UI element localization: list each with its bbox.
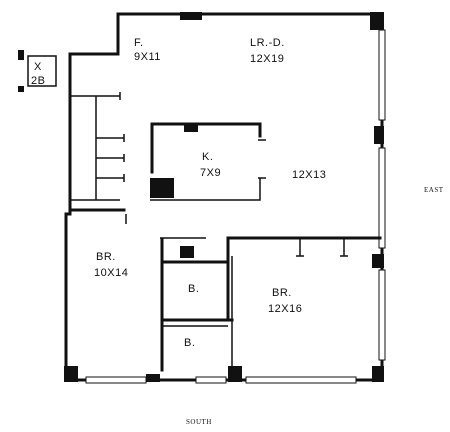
structural-columns xyxy=(64,12,384,382)
foyer-name: F. xyxy=(134,37,144,49)
kitchen-name: K. xyxy=(202,151,213,163)
interior-walls xyxy=(68,92,382,372)
apartment-tag: X 2B xyxy=(18,50,57,92)
bedroom-east-size: 12X16 xyxy=(268,303,302,315)
room-labels: F. 9X11 LR.-D. 12X19 K. 7X9 12X13 BR. 10… xyxy=(94,37,326,349)
bedroom-west-name: BR. xyxy=(96,251,116,263)
bedroom-east-name: BR. xyxy=(272,287,292,299)
living-dining-name: LR.-D. xyxy=(250,37,285,49)
foyer-size: 9X11 xyxy=(134,51,161,63)
bath-2-name: B. xyxy=(184,337,195,349)
living-dining-size: 12X19 xyxy=(250,53,284,65)
exterior-walls xyxy=(64,12,384,382)
apartment-number: 2B xyxy=(31,75,45,87)
bedroom-west-size: 10X14 xyxy=(94,267,128,279)
compass-south: SOUTH xyxy=(186,418,212,426)
bath-1-name: B. xyxy=(188,283,199,295)
south-windows xyxy=(85,376,357,384)
apartment-letter: X xyxy=(34,61,42,73)
east-windows xyxy=(378,29,386,361)
hall-area-size: 12X13 xyxy=(292,169,326,181)
kitchen-size: 7X9 xyxy=(200,167,221,179)
compass-east: EAST xyxy=(424,186,444,194)
